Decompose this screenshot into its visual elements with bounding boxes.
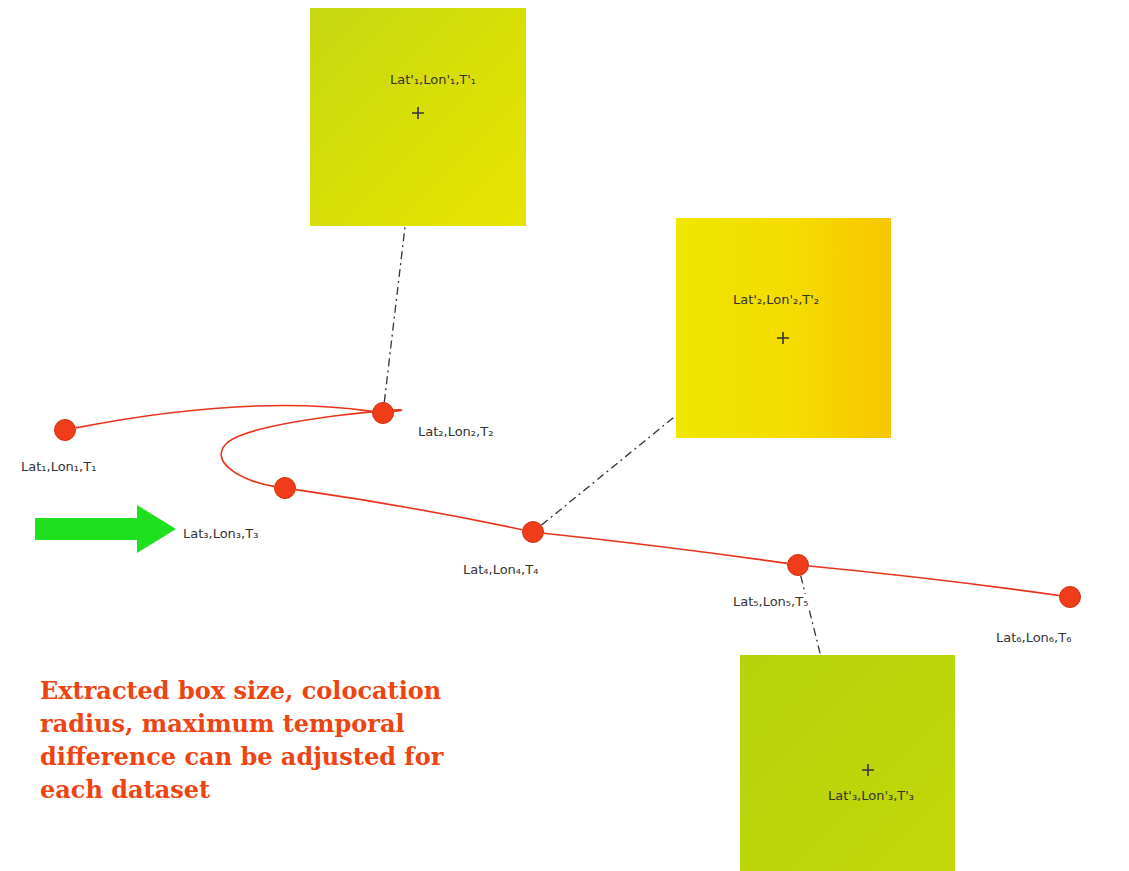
track-line bbox=[296, 490, 522, 530]
track-point: Lat₆,Lon₆,T₆ bbox=[1059, 586, 1081, 608]
cross-lines bbox=[777, 332, 789, 344]
track-point: Lat₃,Lon₃,T₃ bbox=[274, 477, 296, 499]
satellite-box: Lat'₃,Lon'₃,T'₃ bbox=[740, 655, 955, 871]
track-point: Lat₄,Lon₄,T₄ bbox=[522, 521, 544, 543]
point-label: Lat₄,Lon₄,T₄ bbox=[461, 562, 540, 578]
cross-marker bbox=[411, 106, 425, 120]
box-label: Lat'₃,Lon'₃,T'₃ bbox=[828, 788, 914, 804]
box-label: Lat'₁,Lon'₁,T'₁ bbox=[390, 72, 476, 88]
cross-lines bbox=[412, 107, 424, 119]
cross-marker bbox=[776, 331, 790, 345]
satellite-box: Lat'₁,Lon'₁,T'₁ bbox=[310, 8, 526, 226]
pointer-arrow bbox=[35, 505, 176, 553]
track-point: Lat₅,Lon₅,T₅ bbox=[787, 554, 809, 576]
track-line bbox=[809, 566, 1059, 596]
track-point: Lat₂,Lon₂,T₂ bbox=[372, 402, 394, 424]
point-label: Lat₂,Lon₂,T₂ bbox=[416, 424, 495, 440]
satellite-box: Lat'₂,Lon'₂,T'₂ bbox=[676, 218, 891, 438]
note-text: Extracted box size, colocation radius, m… bbox=[40, 674, 480, 806]
colocation-line bbox=[384, 226, 405, 402]
track-line bbox=[221, 410, 401, 487]
box-label: Lat'₂,Lon'₂,T'₂ bbox=[733, 292, 819, 308]
cross-lines bbox=[862, 764, 874, 776]
track-point: Lat₁,Lon₁,T₁ bbox=[54, 419, 76, 441]
colocation-line bbox=[542, 416, 677, 526]
track-line bbox=[544, 533, 787, 563]
point-label: Lat₁,Lon₁,T₁ bbox=[19, 459, 98, 475]
cross-marker bbox=[861, 763, 875, 777]
point-label: Lat₅,Lon₅,T₅ bbox=[731, 594, 810, 610]
colocation-line bbox=[801, 576, 821, 655]
point-label: Lat₆,Lon₆,T₆ bbox=[994, 630, 1073, 646]
point-label: Lat₃,Lon₃,T₃ bbox=[181, 526, 260, 542]
